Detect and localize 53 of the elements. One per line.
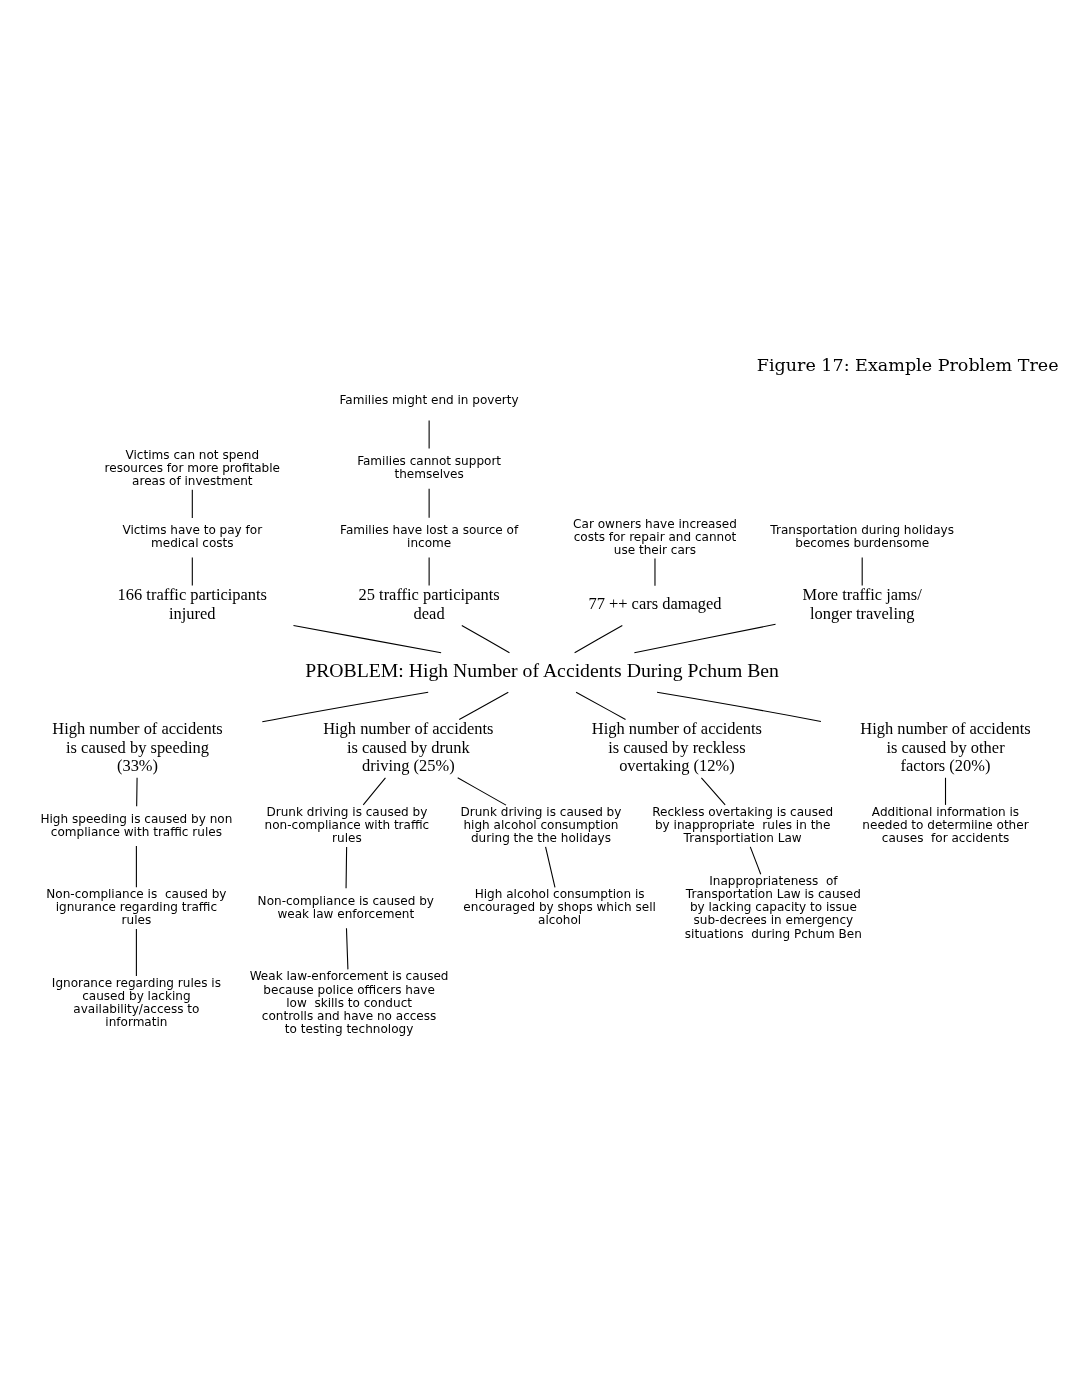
node-text: Inappropriateness of Transportation Law is caused by lacking capacity to issue sub-decrees in emergency situations during Pchum Ben xyxy=(684,874,862,941)
connector xyxy=(428,488,430,519)
connector xyxy=(345,846,348,889)
connector xyxy=(345,927,349,970)
connector xyxy=(461,624,510,654)
connector xyxy=(191,489,193,519)
connector xyxy=(574,624,623,654)
node-text: Drunk driving is caused by high alcohol consumption during the the holidays xyxy=(460,804,622,846)
node-text: High number of accidents is caused by speeding (33%) xyxy=(52,718,223,776)
node-text: High number of accidents is caused by reckless overtaking (12%) xyxy=(591,718,763,776)
connector xyxy=(292,624,442,654)
node-text: Victims have to pay for medical costs xyxy=(122,523,263,551)
connector xyxy=(575,691,627,720)
node-text: High speeding is caused by non compliance with traffic rules xyxy=(40,811,233,839)
node-text: Families might end in poverty xyxy=(339,392,519,407)
node-text: Transportation during holidays becomes burdensome xyxy=(770,523,955,551)
node-text: Weak law-enforcement is caused because police officers have low skills to conduct controlls and have no access to testing technology xyxy=(249,969,449,1037)
node-text: 77 ++ cars damaged xyxy=(588,594,722,614)
connector xyxy=(458,691,509,720)
node-text: High number of accidents is caused by other factors (20%) xyxy=(860,718,1031,776)
connector xyxy=(428,556,430,587)
node-text: More traffic jams/ longer traveling xyxy=(802,585,922,623)
connector xyxy=(428,419,430,450)
node-text: PROBLEM: High Number of Accidents During Pchum Ben xyxy=(305,659,779,682)
node-text: Ignorance regarding rules is caused by lacking availability/access to informatin xyxy=(51,975,221,1030)
node-text: Non-compliance is caused by weak law enforcement xyxy=(257,893,434,921)
connector xyxy=(700,777,726,806)
connector xyxy=(135,928,137,977)
node-text: Car owners have increased costs for repair and cannot use their cars xyxy=(573,516,737,557)
connector xyxy=(861,556,863,587)
connector xyxy=(362,777,386,806)
connector xyxy=(136,777,138,807)
node-text: Families have lost a source of income xyxy=(340,523,519,551)
node-text: Drunk driving is caused by non-compliance with traffic rules xyxy=(264,804,430,846)
connector xyxy=(749,846,762,875)
node-text: Victims can not spend resources for more profitable areas of investment xyxy=(104,447,281,488)
connector xyxy=(457,777,507,806)
connector xyxy=(191,556,193,587)
connector xyxy=(633,623,777,654)
node-text: Families cannot support themselves xyxy=(357,454,502,482)
node-text: High alcohol consumption is encouraged by shops which sell alcohol xyxy=(463,887,656,928)
connector xyxy=(656,691,822,722)
node-text: 25 traffic participants dead xyxy=(358,585,500,623)
connector xyxy=(261,691,429,723)
diagram-title: Figure 17: Example Problem Tree xyxy=(756,354,1059,375)
node-text: Additional information is needed to determiine other causes for accidents xyxy=(862,804,1029,846)
node-text: Non-compliance is caused by ignurance regarding traffic rules xyxy=(46,887,227,928)
node-text: 166 traffic participants injured xyxy=(117,585,268,623)
connector xyxy=(944,777,947,806)
node-text: Reckless overtaking is caused by inappropriate rules in the Transportiation Law xyxy=(652,804,834,846)
connector xyxy=(135,845,137,888)
node-text: High number of accidents is caused by drunk driving (25%) xyxy=(323,718,494,776)
connector xyxy=(545,846,556,888)
